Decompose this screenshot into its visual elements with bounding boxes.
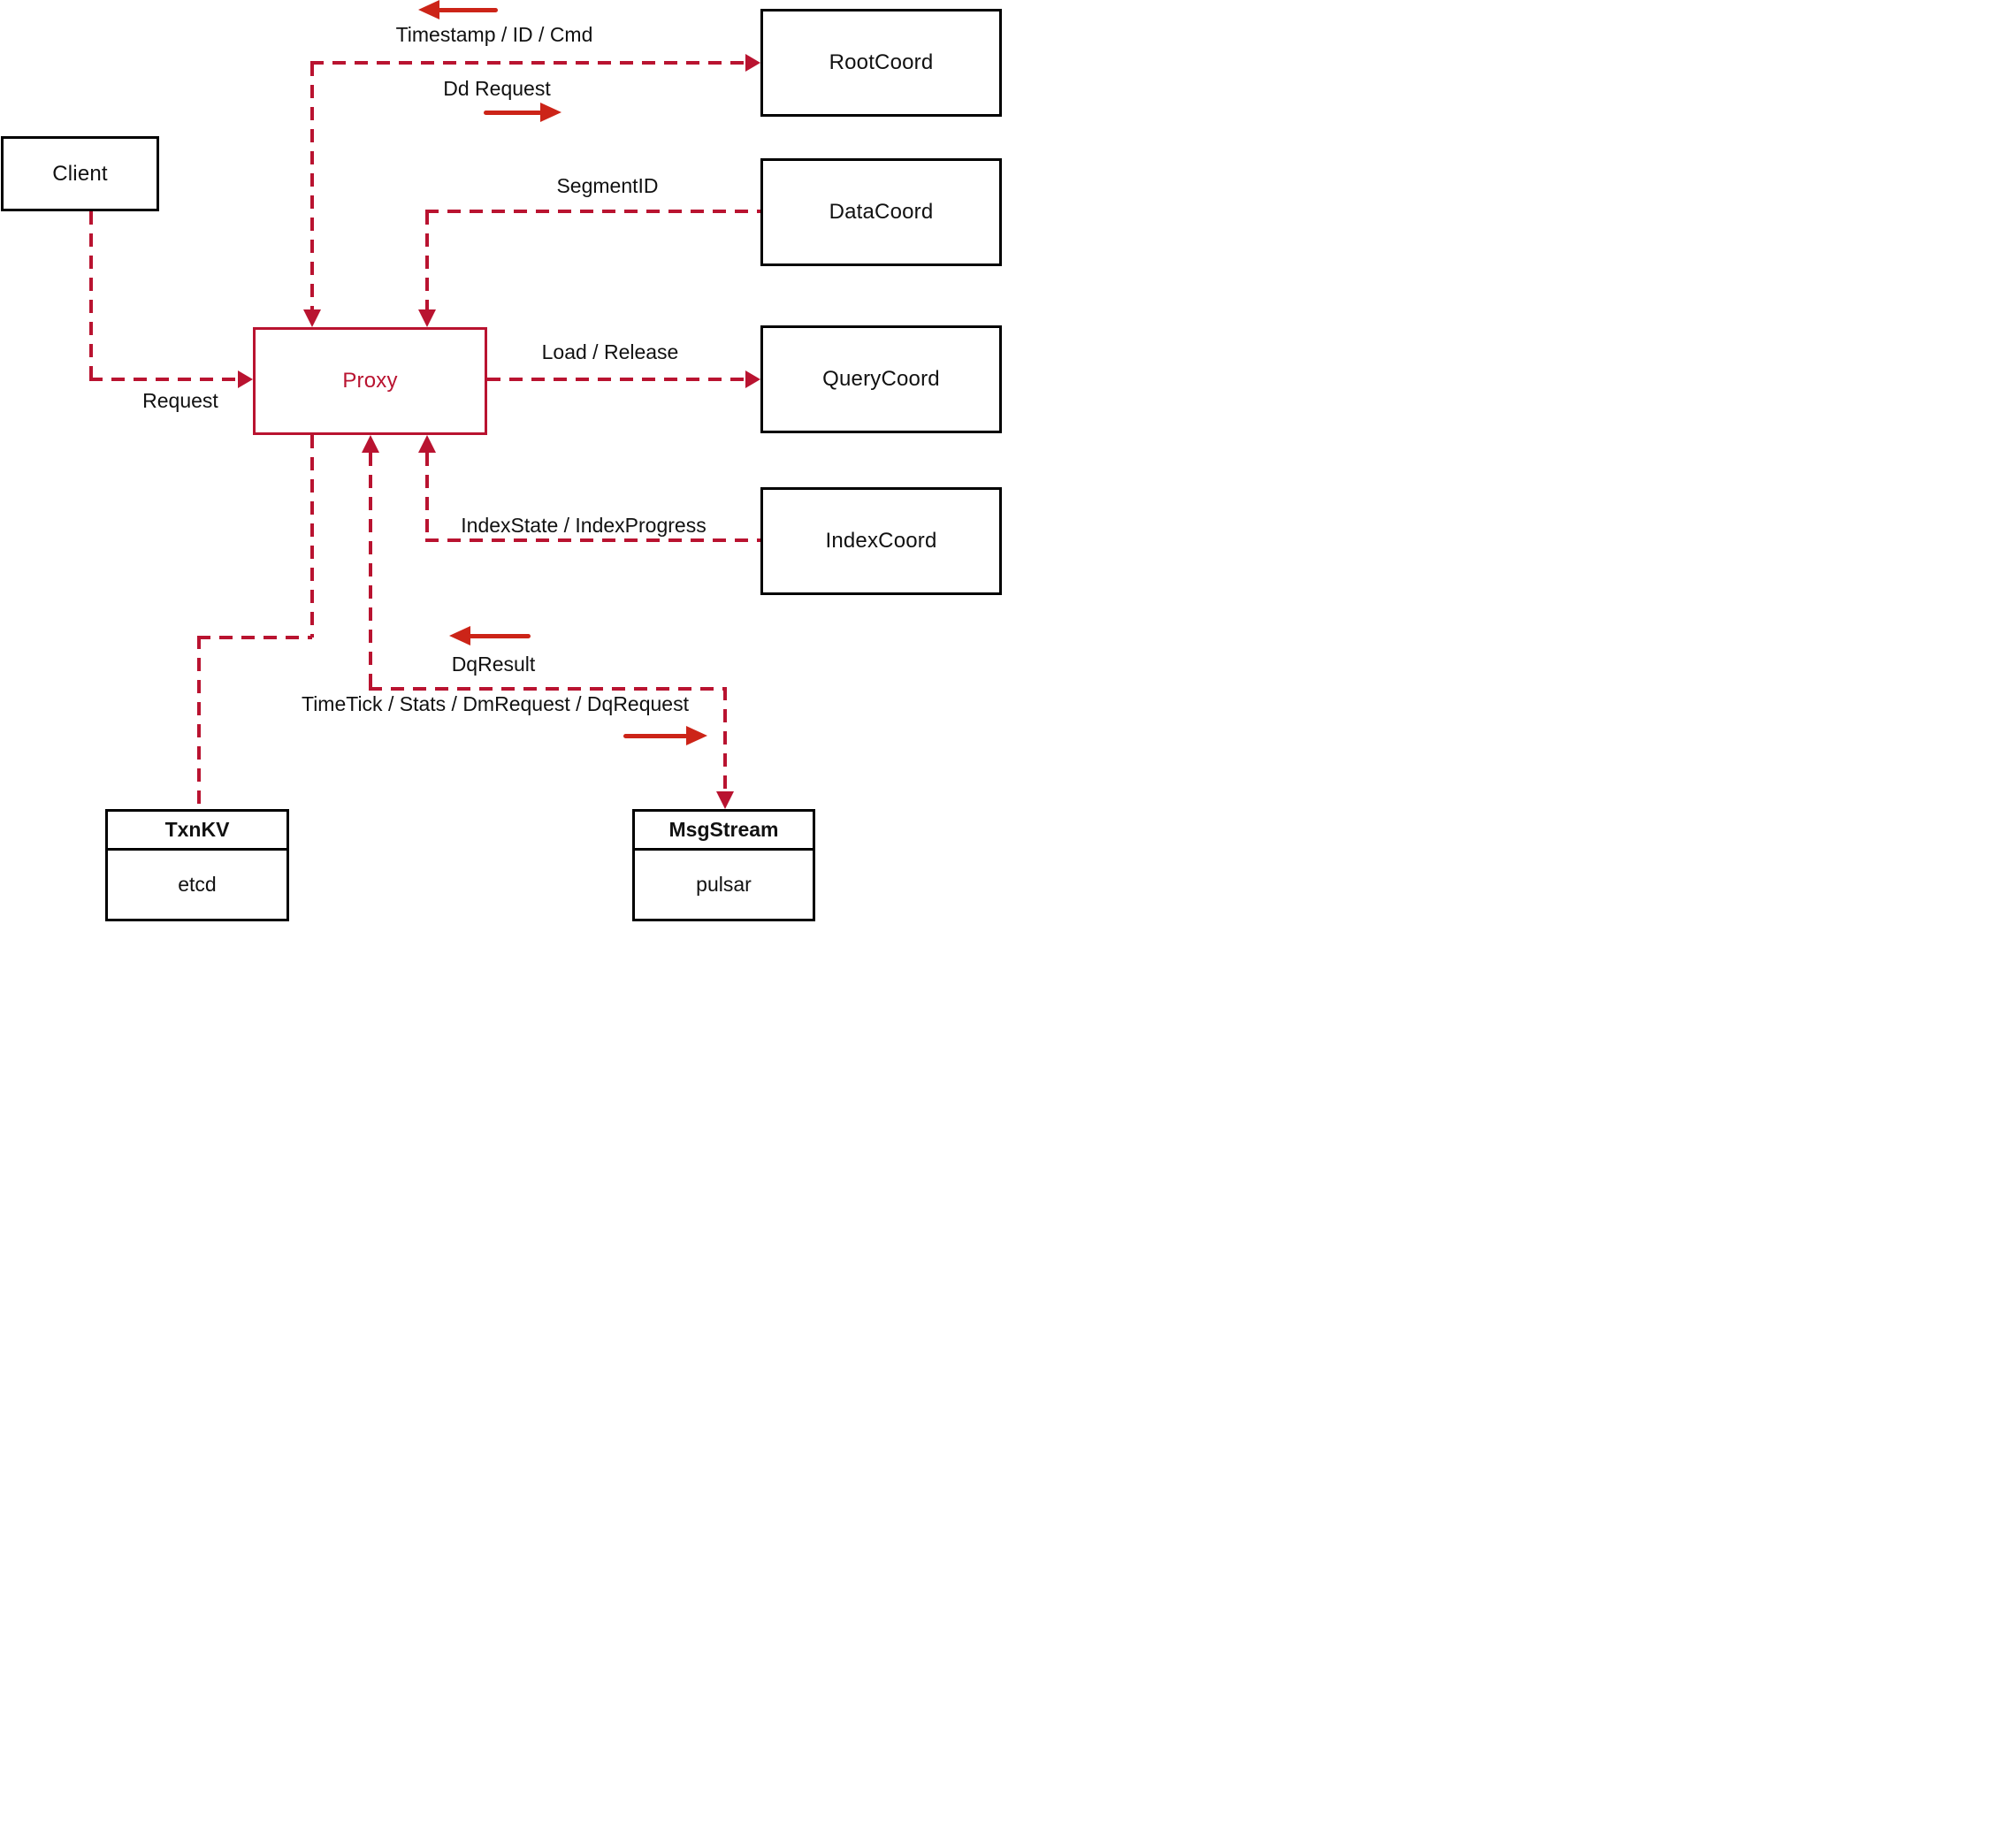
node-client: Client [1, 136, 159, 211]
node-msgstream-impl: pulsar [696, 873, 752, 896]
edge-proxy-rootcoord-vertical [310, 63, 314, 309]
node-querycoord: QueryCoord [760, 325, 1002, 433]
edge-label-dq-result: DqResult [451, 653, 536, 676]
edge-label-timestamp: Timestamp / ID / Cmd [395, 23, 593, 46]
arrowhead-into-msgstream-icon [716, 791, 734, 809]
edge-label-request: Request [142, 389, 218, 412]
arrowhead-into-proxy-bottom-middle-icon [362, 435, 379, 453]
direction-arrow-right-dq-request-icon [623, 726, 707, 745]
direction-arrow-left-dq-result-icon [449, 626, 531, 645]
edge-proxy-msgstream-vertical-2 [723, 687, 727, 791]
direction-arrow-right-dd-request-icon [484, 103, 561, 122]
edge-indexcoord-proxy-vertical [425, 453, 429, 540]
edge-label-time-tick: TimeTick / Stats / DmRequest / DqRequest [302, 692, 689, 715]
node-msgstream: MsgStream pulsar [632, 809, 815, 921]
edge-proxy-msgstream-vertical-1 [369, 453, 372, 689]
arrowhead-into-querycoord-icon [745, 370, 760, 388]
node-txnkv-impl: etcd [178, 873, 217, 896]
edge-datacoord-proxy-horizontal [425, 210, 760, 213]
direction-arrow-left-timestamp-icon [418, 0, 498, 19]
arrowhead-into-proxy-top-left-icon [303, 309, 321, 327]
node-client-label: Client [52, 161, 108, 186]
arrowhead-into-proxy-left-icon [238, 370, 253, 388]
edge-label-load-release: Load / Release [541, 340, 679, 363]
edge-label-dd-request: Dd Request [443, 77, 551, 100]
node-indexcoord-label: IndexCoord [825, 529, 937, 553]
node-proxy-label: Proxy [342, 369, 398, 393]
edge-label-segment-id: SegmentID [556, 174, 659, 197]
edge-client-proxy-vertical [89, 211, 93, 379]
node-datacoord: DataCoord [760, 158, 1002, 266]
arrowhead-into-rootcoord-icon [745, 54, 760, 72]
node-msgstream-title: MsgStream [635, 812, 813, 851]
arrowhead-into-proxy-bottom-right-icon [418, 435, 436, 453]
edge-proxy-msgstream-horizontal [369, 687, 727, 691]
node-indexcoord: IndexCoord [760, 487, 1002, 595]
edge-proxy-txnkv-vertical-1 [310, 435, 314, 638]
edge-indexcoord-proxy-horizontal [425, 538, 760, 542]
edge-client-proxy-horizontal [89, 378, 238, 381]
node-txnkv: TxnKV etcd [105, 809, 289, 921]
edge-proxy-rootcoord-horizontal [310, 61, 745, 65]
architecture-diagram: Client Proxy RootCoord DataCoord QueryCo… [0, 0, 1004, 924]
node-rootcoord-label: RootCoord [829, 50, 934, 74]
edge-proxy-querycoord-horizontal [487, 378, 745, 381]
edge-datacoord-proxy-vertical [425, 211, 429, 309]
edge-proxy-txnkv-vertical-2 [197, 636, 201, 809]
edge-label-index-state: IndexState / IndexProgress [461, 514, 707, 537]
arrowhead-into-proxy-top-right-icon [418, 309, 436, 327]
node-querycoord-label: QueryCoord [822, 367, 940, 391]
node-txnkv-title: TxnKV [108, 812, 286, 851]
node-datacoord-label: DataCoord [829, 200, 934, 224]
node-rootcoord: RootCoord [760, 9, 1002, 117]
node-proxy: Proxy [253, 327, 487, 435]
edge-proxy-txnkv-horizontal [197, 636, 312, 639]
